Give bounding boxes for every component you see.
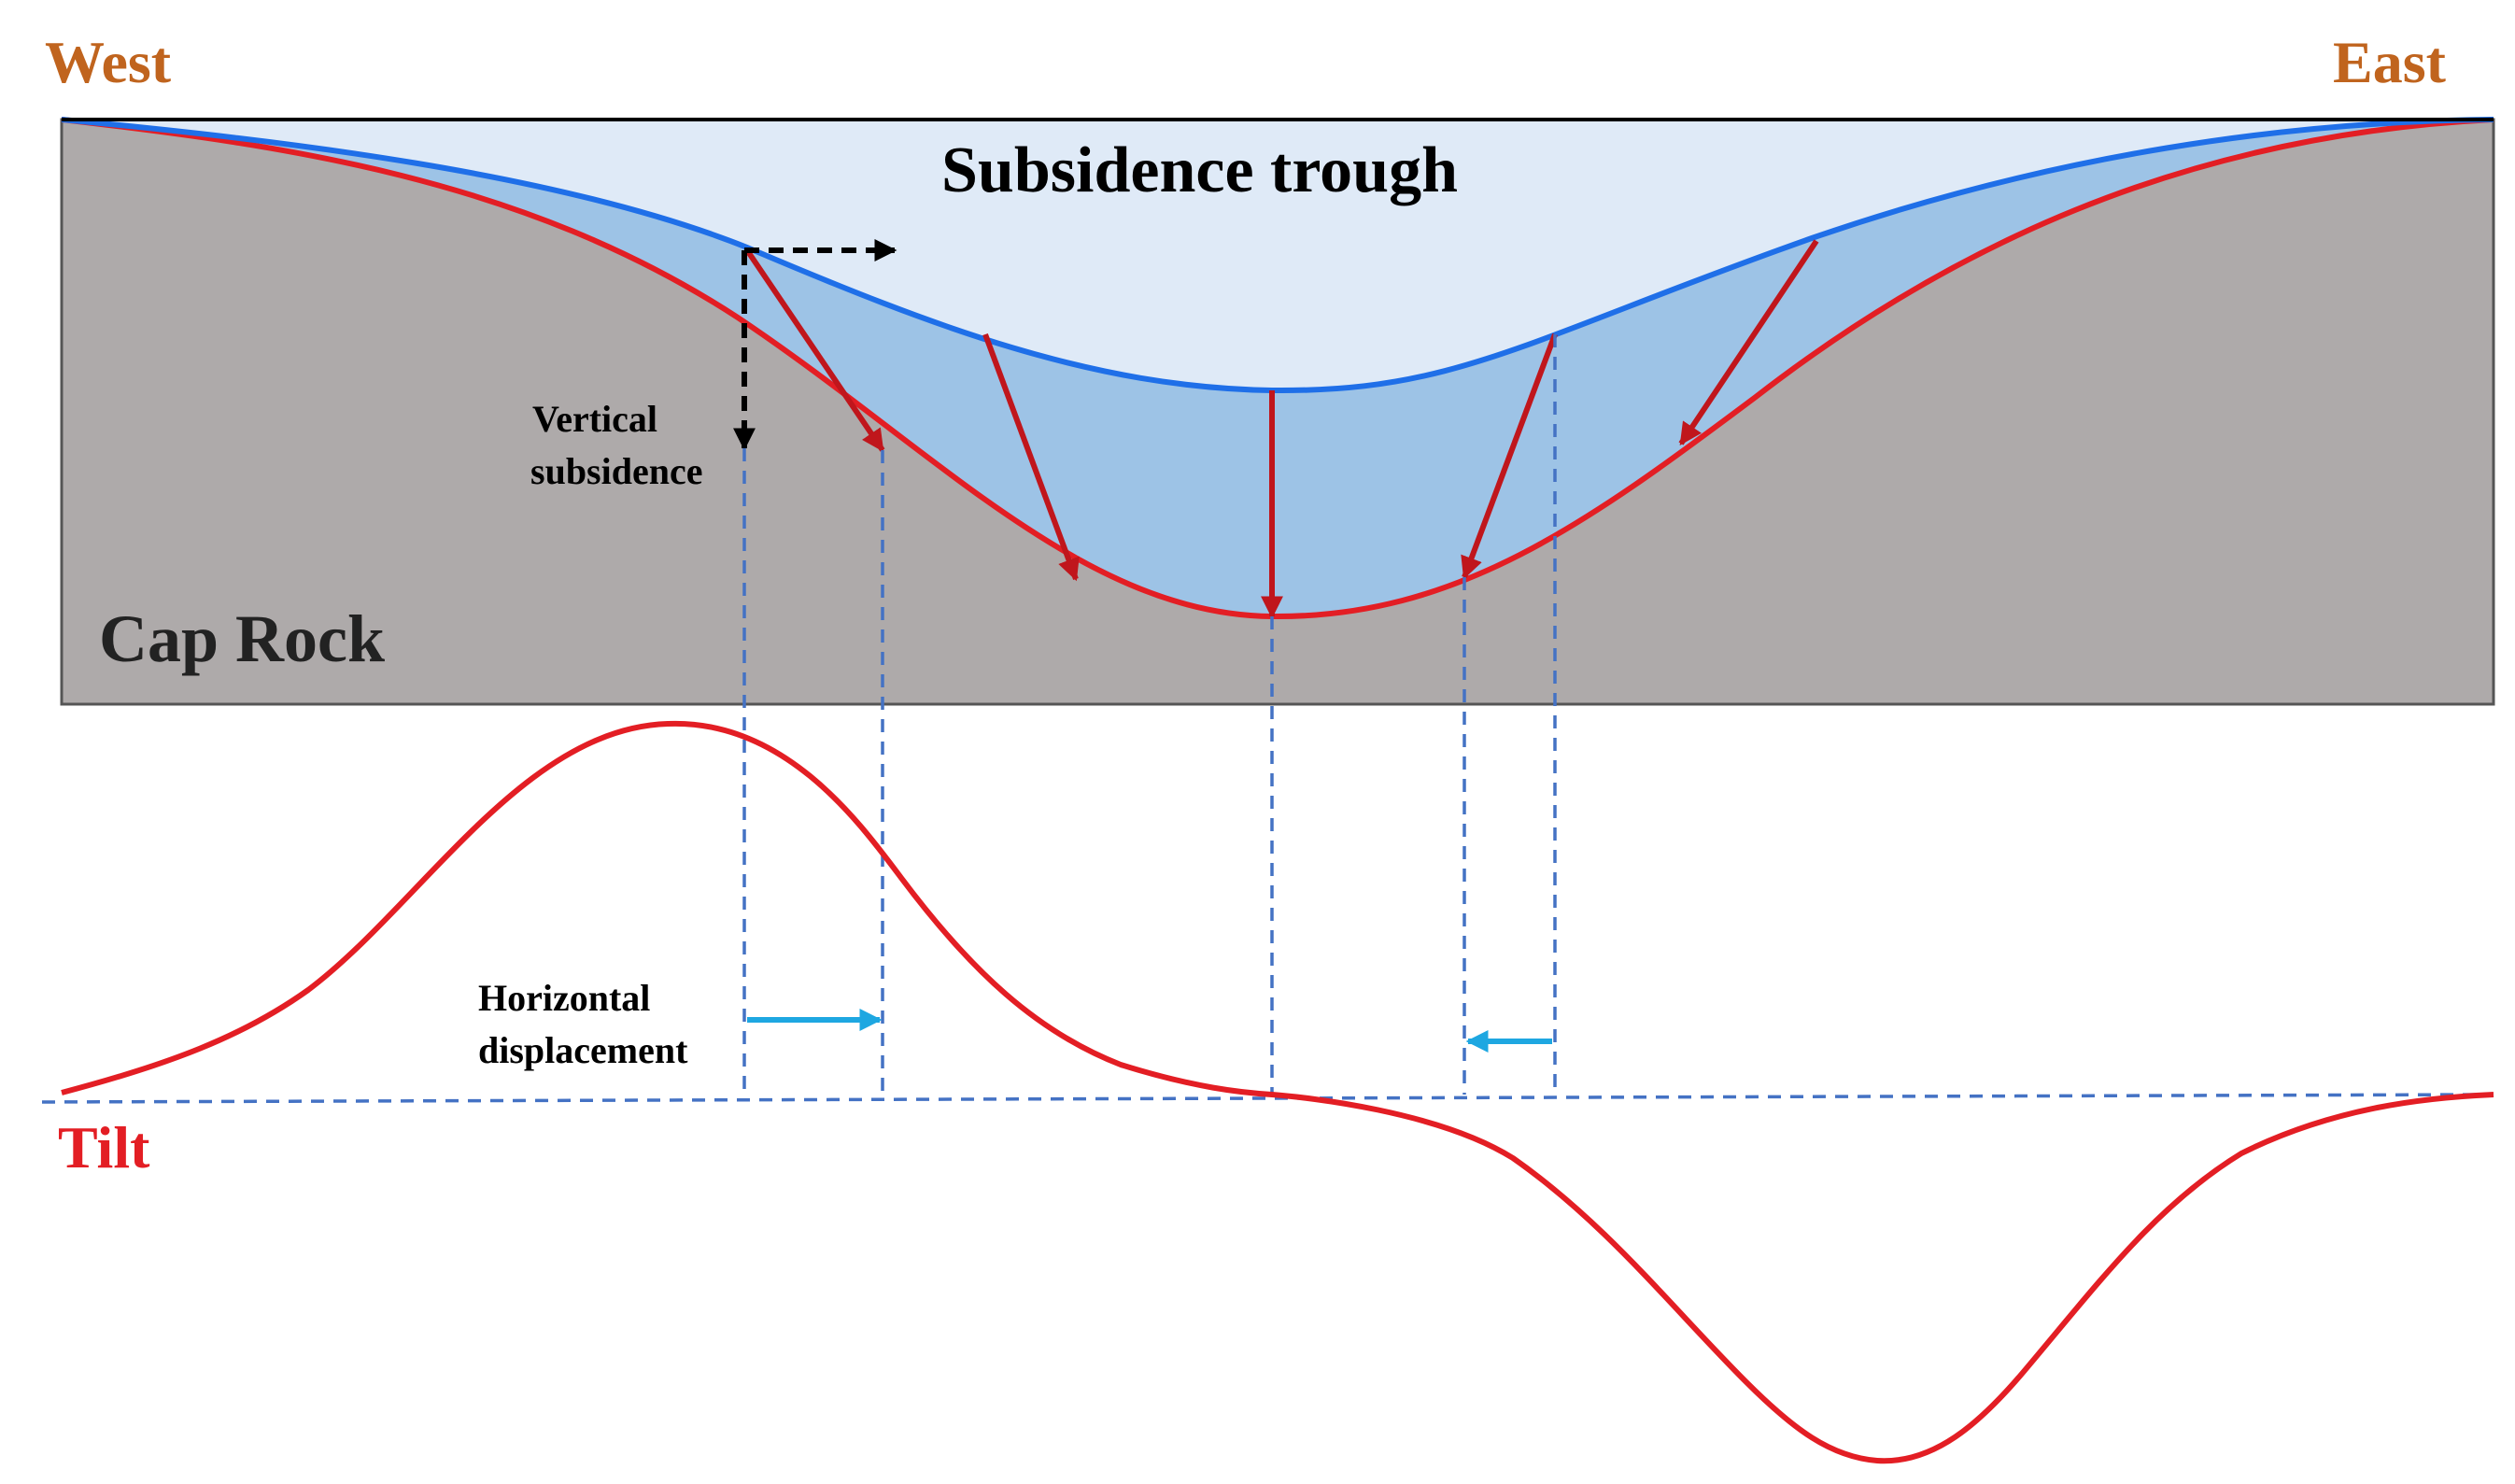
horizontal-displacement-label-line1: Horizontal bbox=[478, 977, 650, 1019]
tilt-curve bbox=[61, 720, 2494, 1464]
west-label: West bbox=[45, 29, 172, 95]
displacement-arrow-2 bbox=[982, 332, 1080, 582]
tilt-label: Tilt bbox=[58, 1114, 150, 1180]
dashed-guides bbox=[742, 334, 1557, 1095]
tilt-baseline bbox=[41, 1093, 2494, 1104]
subsidence-trough-title: Subsidence trough bbox=[941, 134, 1458, 206]
displacement-arrow-4 bbox=[1461, 332, 1558, 580]
vertical-subsidence-label-line2: subsidence bbox=[530, 450, 703, 492]
vertical-subsidence-label-line1: Vertical bbox=[532, 398, 657, 440]
trough-inner-area bbox=[62, 120, 2494, 391]
east-label: East bbox=[2333, 29, 2447, 95]
horizontal-displacement-label-line2: displacement bbox=[478, 1029, 688, 1071]
displacement-arrow-1 bbox=[744, 248, 885, 452]
displacement-arrow-5 bbox=[1678, 239, 1819, 445]
cap-rock-label: Cap Rock bbox=[99, 601, 385, 676]
